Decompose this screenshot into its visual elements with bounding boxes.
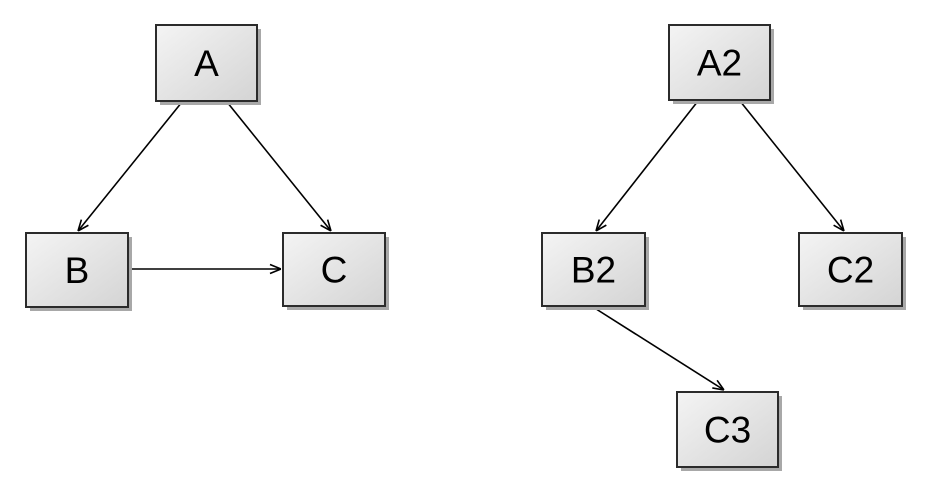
node-C[interactable] [282, 232, 386, 307]
node-A2[interactable] [668, 24, 771, 101]
node-C2[interactable] [798, 232, 903, 307]
edge-A-C[interactable] [226, 101, 331, 231]
node-B[interactable] [25, 232, 129, 308]
edge-A2-C2[interactable] [739, 100, 844, 231]
node-B2[interactable] [541, 232, 646, 307]
node-A[interactable] [155, 24, 258, 102]
node-C3[interactable] [676, 391, 779, 468]
edge-A2-B2[interactable] [596, 100, 699, 231]
edge-B2-C3[interactable] [592, 306, 724, 390]
edge-A-B[interactable] [78, 101, 183, 231]
